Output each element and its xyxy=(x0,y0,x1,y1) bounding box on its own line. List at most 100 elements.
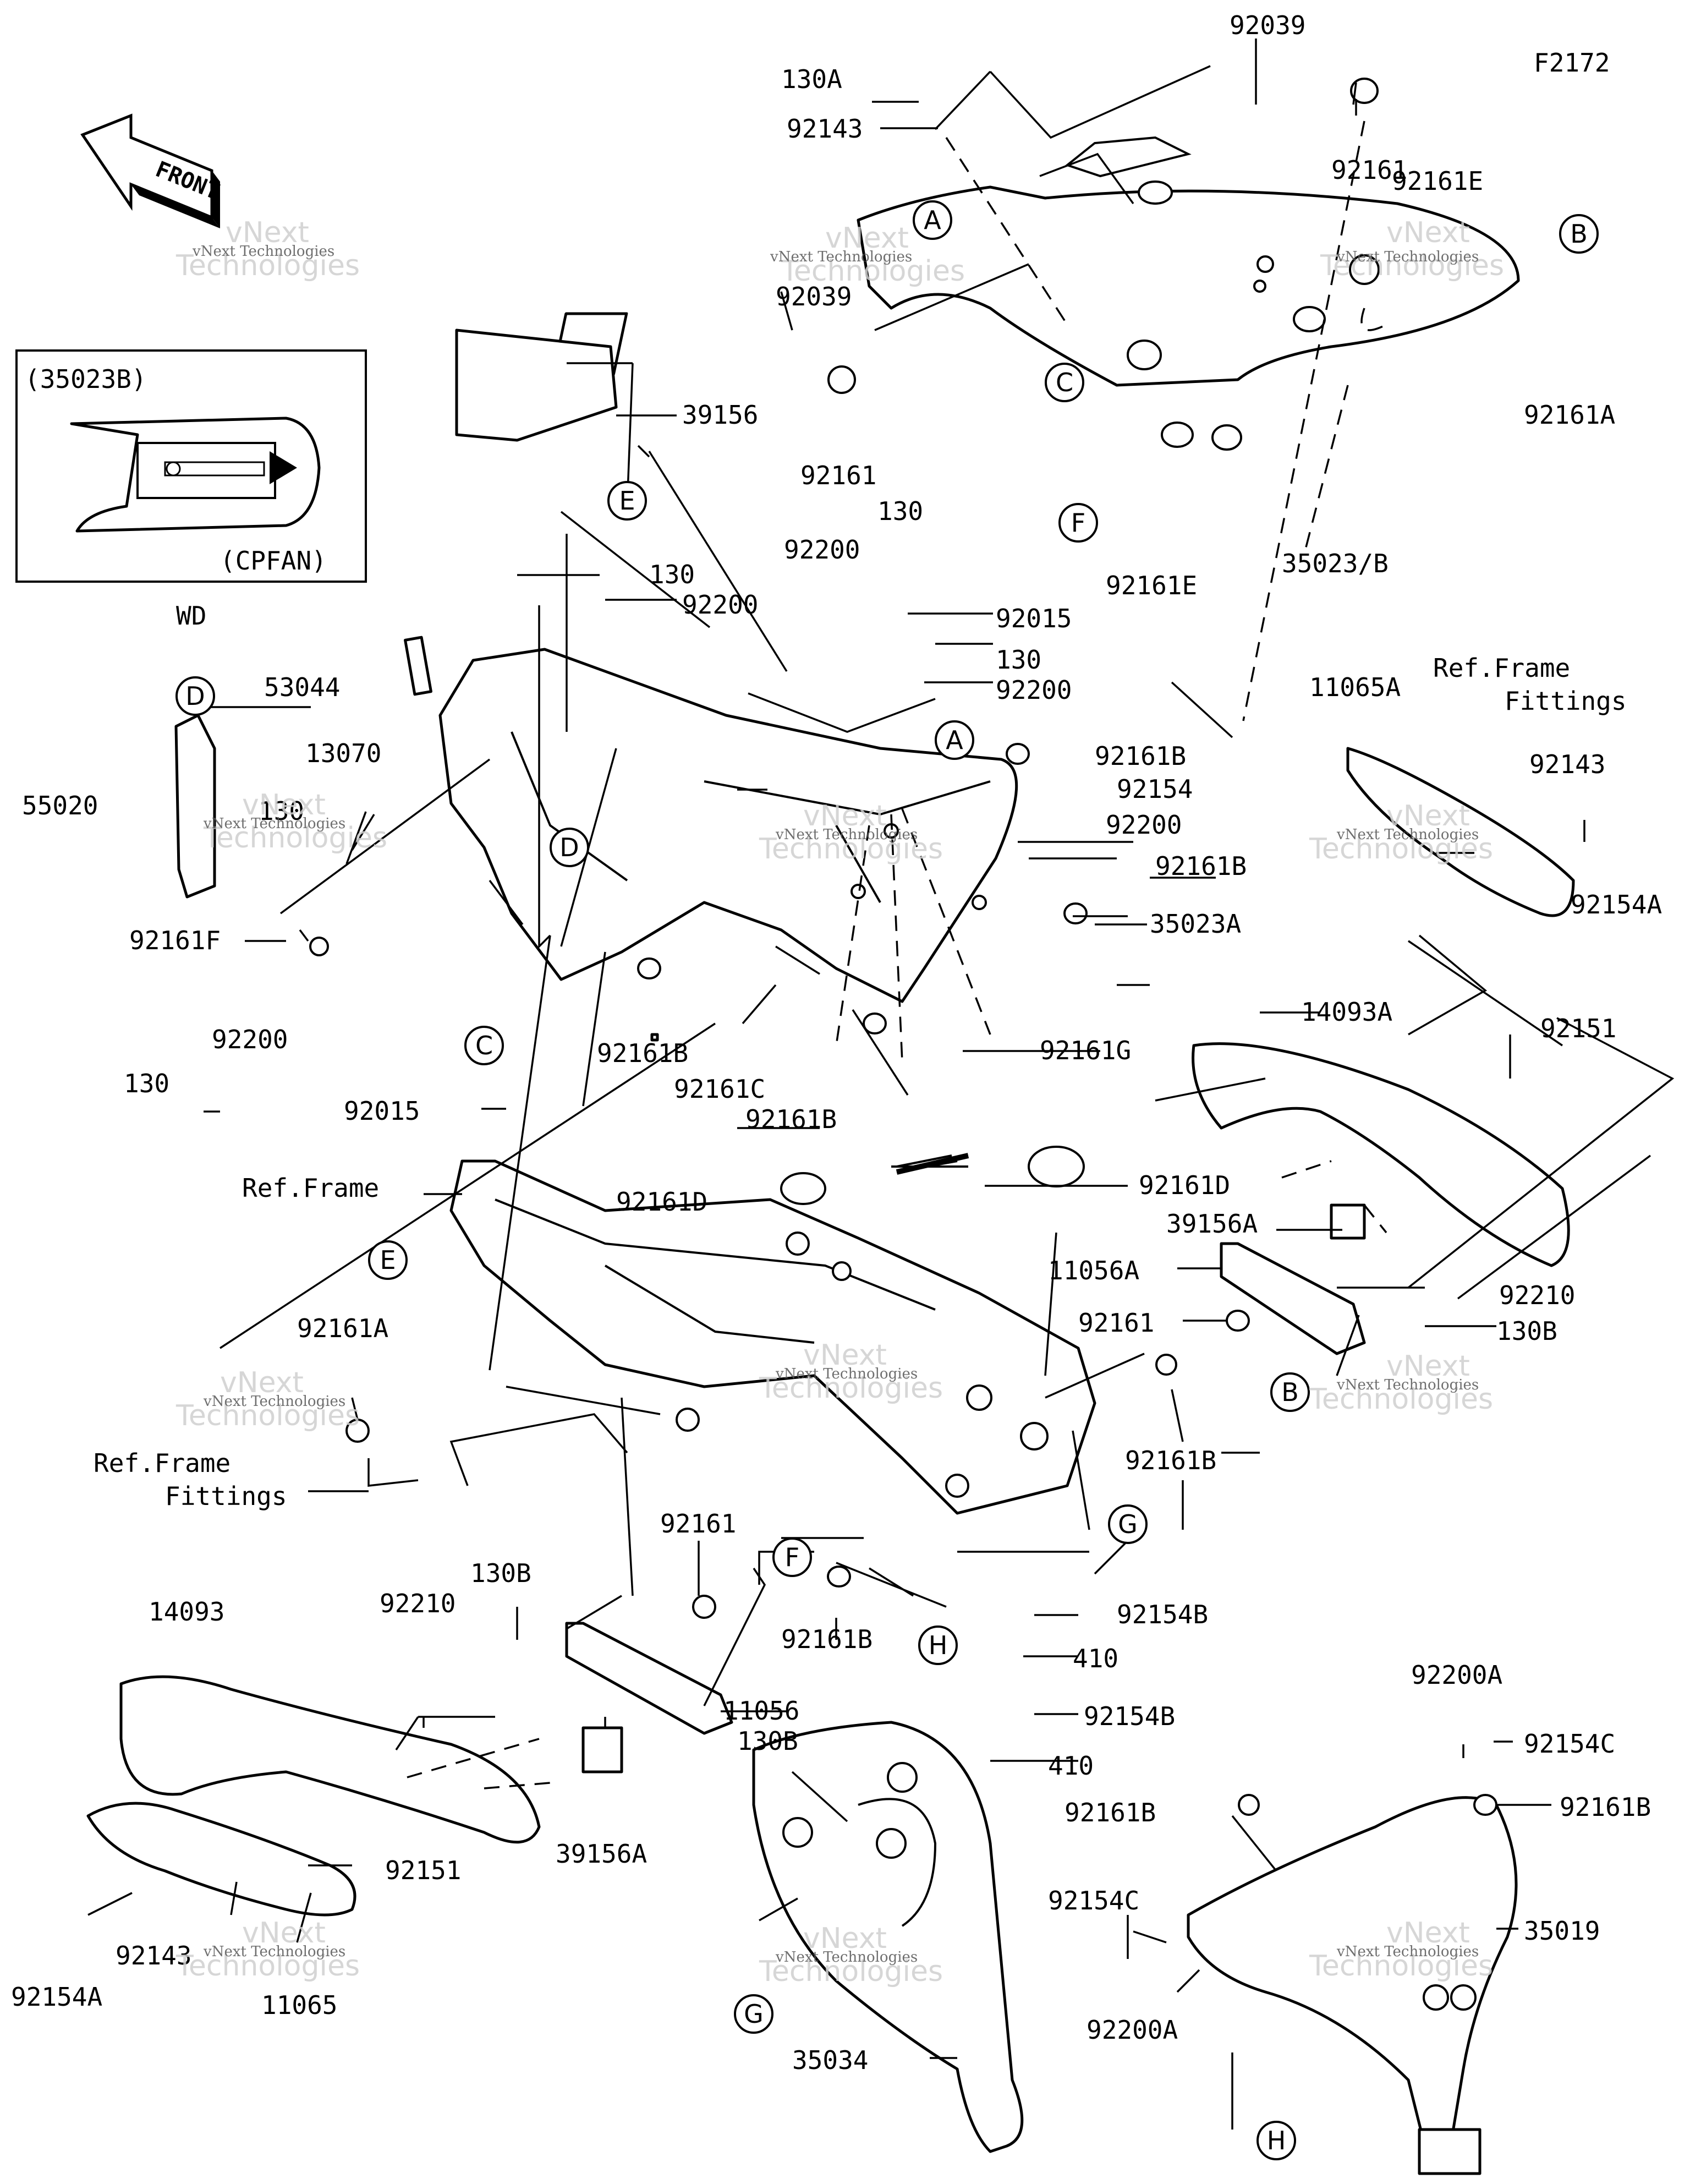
label-92210-r: 92210 xyxy=(1499,1280,1575,1310)
label-92161-top: 92161 xyxy=(1331,155,1407,185)
rear-fender-35023b xyxy=(857,136,1520,451)
label-92161b-e: 92161B xyxy=(1125,1446,1216,1475)
callout-d-mid: D xyxy=(550,828,589,867)
svg-text:Technologies: Technologies xyxy=(203,822,387,855)
label-92200-c: 92200 xyxy=(996,675,1072,705)
ref-frame-fittings-left-2: Fittings xyxy=(165,1481,287,1511)
label-11065a: 11065A xyxy=(1309,672,1401,702)
svg-text:vNext: vNext xyxy=(1386,1917,1470,1950)
svg-text:B: B xyxy=(1570,219,1588,249)
label-92015-top: 92015 xyxy=(996,604,1072,633)
label-35019: 35019 xyxy=(1524,1916,1600,1946)
label-92161a-l: 92161A xyxy=(297,1313,388,1343)
inset-wd-variant: (35023B) (CPFAN) WD xyxy=(15,349,367,631)
label-92154b-b: 92154B xyxy=(1084,1701,1175,1731)
svg-text:vNext Technologies: vNext Technologies xyxy=(203,1944,345,1960)
callout-f-top: F xyxy=(1058,503,1098,543)
label-92161b-f: 92161B xyxy=(781,1624,873,1654)
svg-text:Technologies: Technologies xyxy=(175,249,360,282)
svg-text:F: F xyxy=(785,1542,799,1572)
connector-lines xyxy=(220,65,1675,1922)
license-mount-parts xyxy=(752,1721,1518,2175)
svg-text:Technologies: Technologies xyxy=(1309,833,1493,866)
label-92143-l: 92143 xyxy=(116,1941,191,1970)
label-92161a-right: 92161A xyxy=(1524,400,1615,430)
svg-text:C: C xyxy=(475,1031,493,1060)
label-130b-r: 130B xyxy=(1496,1316,1557,1346)
callout-circles: A B C E F D A D C E B F G H G H xyxy=(175,200,1599,2160)
callout-e-top: E xyxy=(607,481,647,521)
callout-c-top: C xyxy=(1045,363,1084,402)
svg-text:vNext: vNext xyxy=(242,789,326,822)
label-35023b: 35023/B xyxy=(1282,549,1389,578)
inset-caption: WD xyxy=(176,601,206,631)
svg-text:D: D xyxy=(185,681,205,711)
callout-f-mid: F xyxy=(772,1537,812,1577)
svg-text:vNext: vNext xyxy=(803,800,887,833)
label-92161c: 92161C xyxy=(674,1074,765,1104)
label-130a: 130A xyxy=(781,64,842,94)
frame-assembly xyxy=(438,648,1096,1515)
svg-text:F: F xyxy=(1071,508,1085,538)
label-92161b-c: 92161B xyxy=(597,1038,688,1068)
svg-text:G: G xyxy=(744,1999,764,2029)
label-130-e: 130 xyxy=(124,1069,169,1098)
label-92161f: 92161F xyxy=(129,926,221,955)
side-parts xyxy=(174,312,659,1042)
reference-labels: Ref.Frame Fittings Ref.Frame Ref.Frame F… xyxy=(94,653,1627,1511)
svg-text:A: A xyxy=(946,725,963,755)
svg-text:E: E xyxy=(380,1245,396,1275)
callout-e-mid: E xyxy=(368,1240,408,1280)
svg-text:Technologies: Technologies xyxy=(1309,1383,1493,1416)
inset-market-code: (CPFAN) xyxy=(220,546,327,576)
diagram-code: F2172 xyxy=(1534,48,1610,78)
callout-b-mid: B xyxy=(1270,1372,1310,1412)
leader-lines xyxy=(87,39,1585,2130)
label-92154: 92154 xyxy=(1117,774,1193,804)
label-92039-top: 92039 xyxy=(1230,10,1305,40)
svg-text:vNext: vNext xyxy=(220,1366,304,1399)
svg-text:vNext: vNext xyxy=(1386,1350,1470,1383)
label-92161d-b: 92161D xyxy=(1139,1170,1230,1200)
label-92200-d: 92200 xyxy=(1106,810,1182,840)
svg-text:Technologies: Technologies xyxy=(759,1955,943,1988)
callout-g-mid: G xyxy=(1108,1504,1148,1544)
label-92154c-b: 92154C xyxy=(1048,1886,1139,1915)
svg-text:Technologies: Technologies xyxy=(1320,249,1504,282)
label-130-d: 130 xyxy=(259,796,304,826)
label-92161d-a: 92161D xyxy=(616,1187,707,1217)
label-92161-mid: 92161 xyxy=(800,461,876,490)
label-53044: 53044 xyxy=(264,672,340,702)
label-92143-r: 92143 xyxy=(1529,749,1605,779)
hardware xyxy=(309,78,1497,1816)
label-92015-low: 92015 xyxy=(344,1096,420,1126)
label-92161e-low: 92161E xyxy=(1106,571,1197,600)
callout-g-low: G xyxy=(734,1994,773,2034)
callout-h-low: H xyxy=(1256,2121,1296,2160)
label-11056: 11056 xyxy=(723,1696,799,1726)
label-92161b-g: 92161B xyxy=(1065,1798,1156,1827)
svg-text:Technologies: Technologies xyxy=(1309,1950,1493,1983)
label-92200-e: 92200 xyxy=(212,1025,288,1054)
svg-text:vNext: vNext xyxy=(803,1922,887,1955)
svg-text:Technologies: Technologies xyxy=(175,1399,360,1432)
svg-text:vNext: vNext xyxy=(242,1917,326,1950)
label-92154a-r: 92154A xyxy=(1571,890,1662,919)
ref-frame-fittings-left-1: Ref.Frame xyxy=(94,1448,231,1478)
label-92161e-top: 92161E xyxy=(1392,166,1483,196)
label-35023a: 35023A xyxy=(1150,909,1241,939)
ref-frame-fittings-top-1: Ref.Frame xyxy=(1433,653,1570,683)
label-14093: 14093 xyxy=(149,1597,224,1627)
label-92161b-h: 92161B xyxy=(1560,1792,1651,1822)
label-35034: 35034 xyxy=(792,2045,868,2075)
left-side-parts xyxy=(86,1622,733,1917)
svg-text:vNext Technologies: vNext Technologies xyxy=(1336,1944,1479,1960)
label-130b-l: 130B xyxy=(470,1558,531,1588)
label-92161-low: 92161 xyxy=(660,1509,736,1539)
svg-text:Technologies: Technologies xyxy=(781,255,965,288)
label-13070: 13070 xyxy=(305,738,381,768)
label-55020: 55020 xyxy=(22,791,98,820)
callout-c-mid: C xyxy=(464,1026,504,1065)
part-labels: 130A 92143 92039 92161 92161E 92039 9216… xyxy=(11,10,1662,2075)
